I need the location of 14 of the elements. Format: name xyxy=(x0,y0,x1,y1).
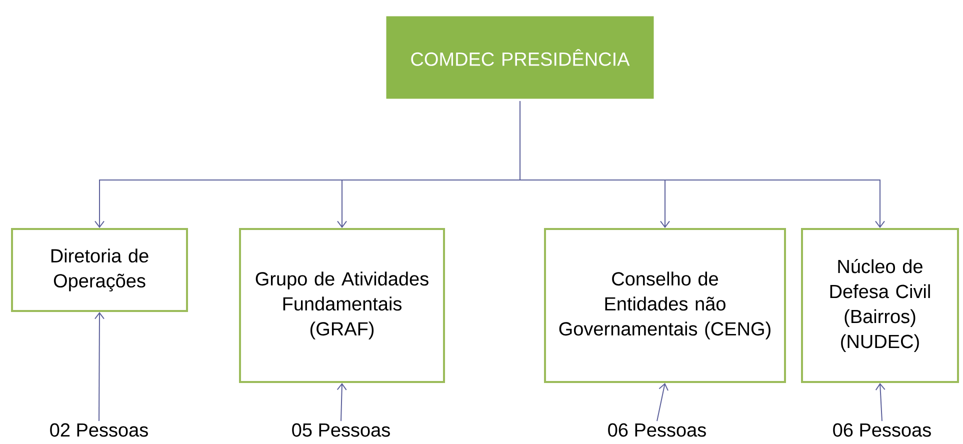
unit-box: Diretoria de Operações xyxy=(11,228,188,312)
unit-box: Núcleo de Defesa Civil (Bairros) (NUDEC) xyxy=(801,228,959,383)
arrow xyxy=(336,382,347,422)
arrow xyxy=(520,100,885,228)
unit-box: Conselho de Entidades não Governamentais (CENG) xyxy=(544,228,786,383)
arrow xyxy=(875,382,886,422)
arrow xyxy=(94,312,104,422)
unit-box: Grupo de Atividades Fundamentais (GRAF) xyxy=(239,228,445,383)
title-box: COMDEC PRESIDÊNCIA xyxy=(384,14,656,102)
staff-count-text: 02 Pessoas xyxy=(50,423,148,437)
staff-count-text: 05 Pessoas xyxy=(292,423,390,437)
arrow xyxy=(656,382,668,422)
staff-count-text: 06 Pessoas xyxy=(833,423,931,437)
staff-count-text: 06 Pessoas xyxy=(608,423,706,437)
